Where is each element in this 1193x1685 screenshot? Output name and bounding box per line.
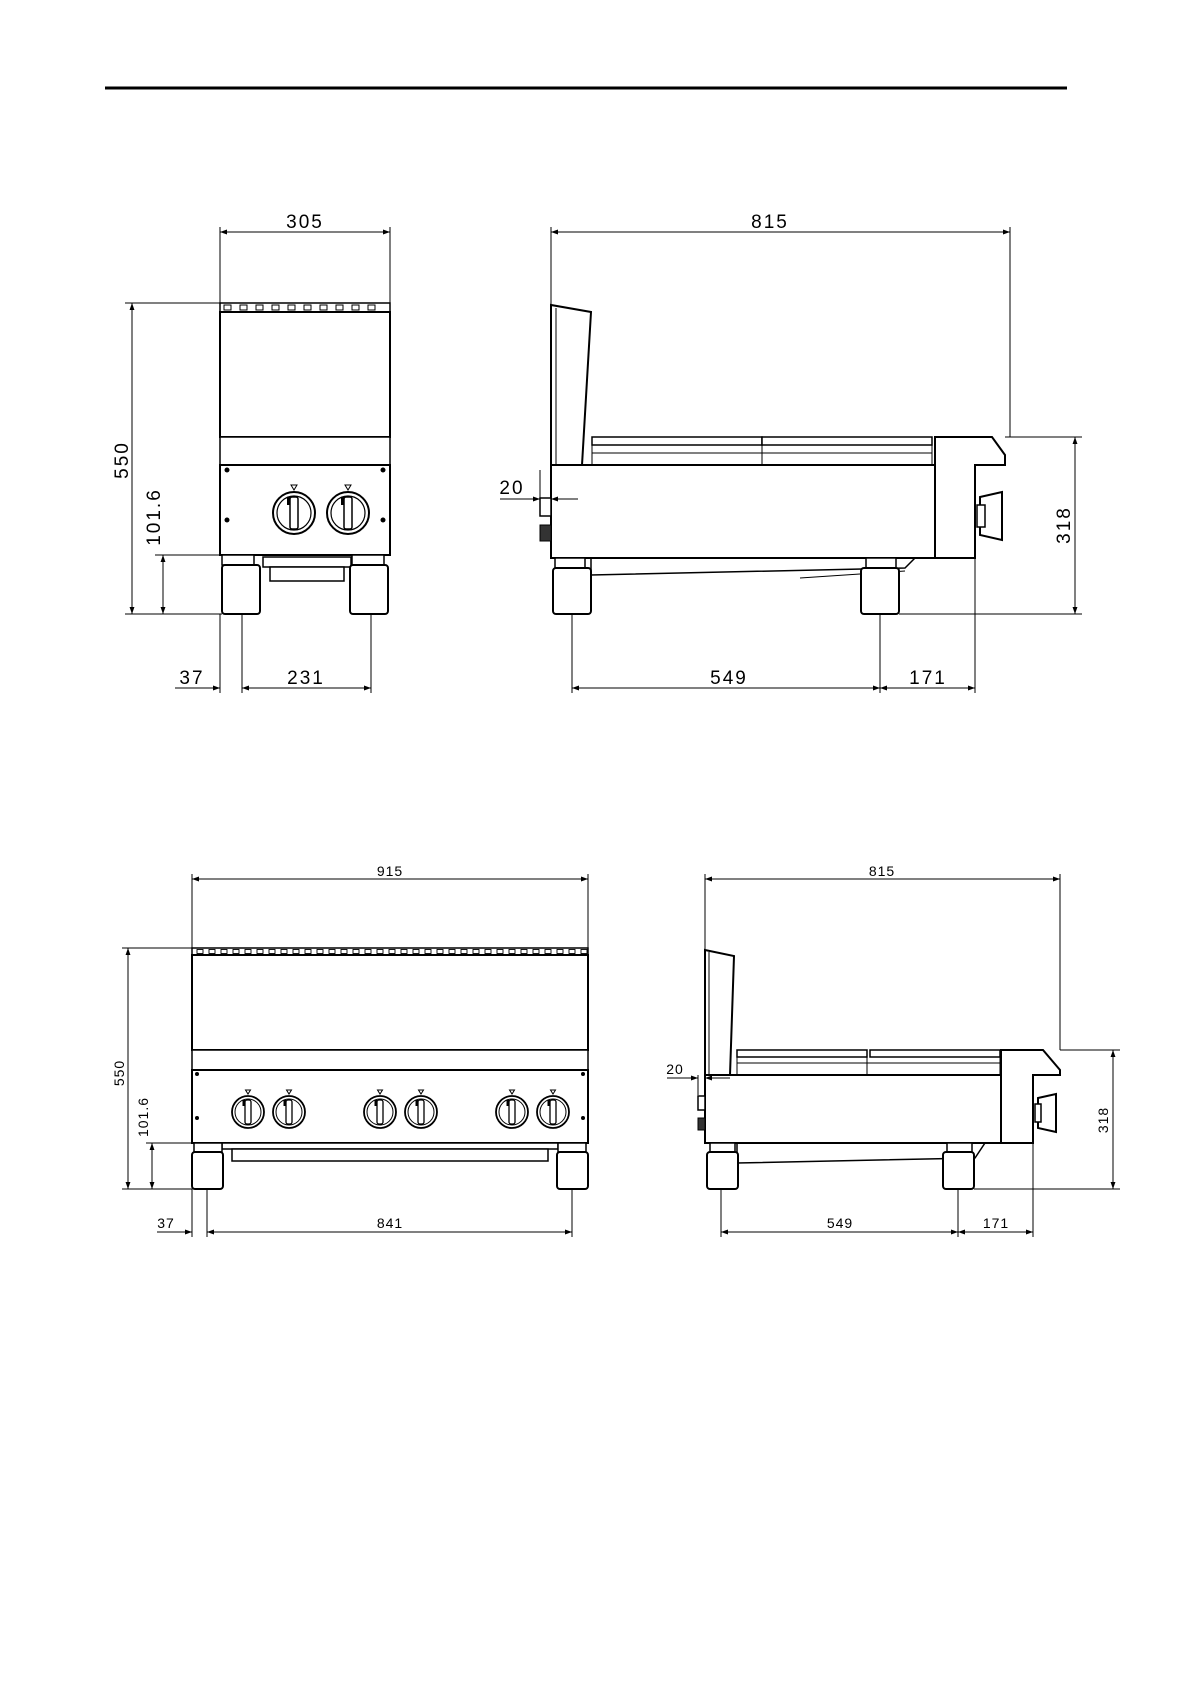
dim-leg-offset: 37 <box>179 668 204 689</box>
dim-leg-span: 549 <box>827 1215 853 1231</box>
dim-leg-span: 549 <box>710 668 748 689</box>
dim-panel-height: 101.6 <box>144 488 165 546</box>
dim-height: 318 <box>1054 506 1075 544</box>
dim-height: 318 <box>1095 1107 1111 1133</box>
dim-panel-height: 101.6 <box>135 1097 151 1137</box>
dim-height: 550 <box>112 441 133 479</box>
dim-offset: 20 <box>666 1061 684 1077</box>
large-side-view <box>698 950 1060 1189</box>
dim-leg-span: 231 <box>287 668 325 689</box>
dim-rear: 171 <box>909 668 947 689</box>
dim-leg-span: 841 <box>377 1215 403 1231</box>
dim-depth: 815 <box>751 212 789 233</box>
large-front-view <box>192 948 588 1189</box>
dim-width: 305 <box>286 212 324 233</box>
dim-offset: 20 <box>499 478 524 499</box>
dim-leg-offset: 37 <box>157 1215 175 1231</box>
small-side-view <box>540 305 1005 614</box>
dim-rear: 171 <box>983 1215 1009 1231</box>
dim-depth: 815 <box>869 863 895 879</box>
dim-height: 550 <box>111 1060 127 1086</box>
dim-width: 915 <box>377 863 403 879</box>
small-front-view <box>220 303 390 614</box>
